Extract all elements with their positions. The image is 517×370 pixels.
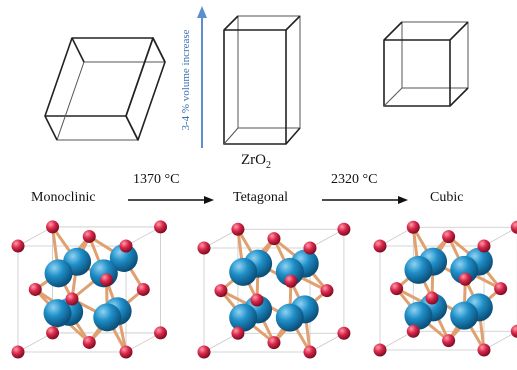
oxygen-atom: [390, 282, 404, 296]
cubic-unit-cell: [383, 21, 469, 107]
oxygen-atom: [337, 326, 351, 340]
oxygen-atom: [65, 292, 79, 306]
oxygen-atom: [284, 274, 298, 288]
oxygen-atom: [267, 232, 281, 246]
oxygen-atom: [373, 239, 387, 253]
cell-edge: [125, 226, 161, 247]
cell-edge: [17, 332, 53, 353]
oxygen-atom: [136, 282, 150, 296]
oxygen-atom: [154, 326, 168, 340]
oxygen-atom: [477, 239, 491, 253]
zirconium-atom: [404, 255, 433, 284]
phase-label-tetragonal: Tetagonal: [233, 190, 288, 205]
monoclinic-unit-cell: [44, 37, 166, 141]
transition-arrow-2: [322, 196, 408, 204]
oxygen-atom: [406, 220, 420, 234]
oxygen-atom: [320, 284, 334, 298]
oxygen-atom: [406, 324, 420, 338]
zirconium-atom: [93, 303, 122, 332]
oxygen-atom: [442, 334, 456, 348]
oxygen-atom: [28, 282, 42, 296]
oxygen-atom: [214, 284, 228, 298]
oxygen-atom: [197, 345, 211, 359]
transition-temp-1: 1370 °C: [133, 172, 180, 187]
volume-increase-arrow: [197, 6, 207, 148]
zirconium-atom: [404, 301, 433, 330]
zirconium-atom: [43, 299, 72, 328]
tetragonal-crystal-structure: [197, 222, 351, 359]
phase-label-monoclinic: Monoclinic: [31, 190, 96, 205]
cell-edge: [125, 332, 161, 353]
zirconium-atom: [275, 303, 304, 332]
formula-subscript: 2: [266, 160, 271, 171]
oxygen-atom: [458, 272, 472, 286]
formula-base: ZrO: [241, 152, 266, 168]
oxygen-atom: [100, 273, 114, 287]
volume-increase-text: 3-4 % volume increase: [180, 29, 192, 131]
oxygen-atom: [197, 241, 211, 255]
phase-label-cubic: Cubic: [430, 190, 464, 205]
oxygen-atom: [119, 345, 133, 359]
oxygen-atom: [510, 324, 517, 338]
zirconium-atom: [44, 259, 73, 288]
zirconium-atom: [229, 303, 258, 332]
oxygen-atom: [337, 222, 351, 236]
oxygen-atom: [119, 239, 133, 253]
oxygen-atom: [11, 345, 25, 359]
oxygen-atom: [82, 229, 96, 243]
oxygen-atom: [154, 220, 168, 234]
oxygen-atom: [231, 326, 245, 340]
oxygen-atom: [510, 220, 517, 234]
oxygen-atom: [82, 335, 96, 349]
oxygen-atom: [250, 293, 264, 307]
oxygen-atom: [46, 326, 60, 340]
oxygen-atom: [477, 343, 491, 357]
oxygen-atom: [425, 291, 439, 305]
transition-temp-2: 2320 °C: [331, 172, 378, 187]
oxygen-atom: [303, 345, 317, 359]
zirconium-atom: [229, 257, 258, 286]
zirconium-atom: [450, 301, 479, 330]
oxygen-atom: [11, 239, 25, 253]
cubic-crystal-structure: [373, 220, 517, 357]
oxygen-atom: [442, 230, 456, 244]
oxygen-atom: [494, 282, 508, 296]
monoclinic-crystal-structure: [11, 220, 168, 359]
oxygen-atom: [373, 343, 387, 357]
transition-arrow-1: [128, 196, 214, 204]
oxygen-atom: [231, 222, 245, 236]
oxygen-atom: [303, 241, 317, 255]
zirconium-atom: [109, 243, 138, 272]
tetragonal-unit-cell: [223, 15, 301, 145]
oxygen-atom: [267, 336, 281, 350]
oxygen-atom: [46, 220, 60, 234]
cell-edge: [17, 226, 53, 247]
chemical-formula: ZrO2: [241, 152, 271, 171]
